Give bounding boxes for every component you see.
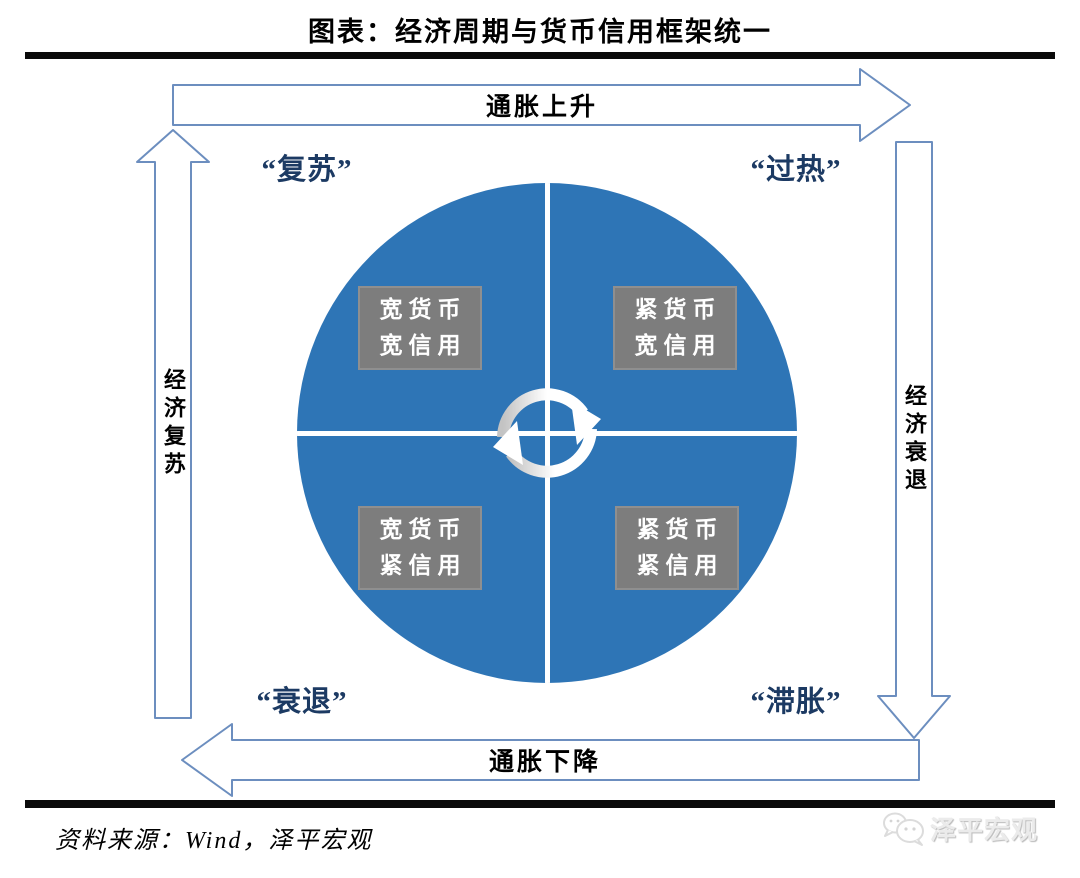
phase-label-overheating: “过热” xyxy=(750,154,842,186)
source-note: 资料来源：Wind，泽平宏观 xyxy=(55,828,373,854)
quadrant-divider-horizontal xyxy=(297,431,797,436)
quadrant-line: 宽货币 xyxy=(379,517,467,543)
brand-watermark: 泽平宏观 xyxy=(882,810,1072,847)
quadrant-line: 紧货币 xyxy=(636,517,724,543)
quadrant-line: 宽信用 xyxy=(379,333,467,358)
down-arrow-icon xyxy=(877,141,951,739)
arrow-economic-recession: 经济衰退 xyxy=(874,140,954,740)
quadrant-box-bottom-left: 宽货币 紧信用 xyxy=(358,506,482,590)
wechat-bubbles-icon xyxy=(883,812,924,846)
phase-label-stagflation: “滞胀” xyxy=(750,686,842,718)
phase-label-recovery: “复苏” xyxy=(261,154,353,186)
up-arrow-icon xyxy=(136,129,210,719)
phase-label-recession: “衰退” xyxy=(256,686,348,718)
quadrant-line: 宽信用 xyxy=(634,333,722,358)
footer-divider xyxy=(25,800,1055,808)
title-divider xyxy=(25,52,1055,59)
brand-watermark-text: 泽平宏观 xyxy=(930,816,1039,845)
left-arrow-icon xyxy=(181,723,920,797)
quadrant-line: 紧货币 xyxy=(634,297,722,323)
arrow-economic-recovery: 经济复苏 xyxy=(133,128,213,720)
quadrant-box-top-left: 宽货币 宽信用 xyxy=(358,286,482,370)
quadrant-box-bottom-right: 紧货币 紧信用 xyxy=(615,506,739,590)
quadrant-line: 紧信用 xyxy=(379,553,467,578)
cycle-circle xyxy=(297,183,797,683)
cycle-rotation-icon xyxy=(489,375,605,491)
arrow-inflation-falling: 通胀下降 xyxy=(170,722,920,798)
right-arrow-icon xyxy=(172,68,911,142)
quadrant-line: 紧信用 xyxy=(636,553,724,578)
page-title: 图表：经济周期与货币信用框架统一 xyxy=(308,17,772,47)
quadrant-line: 宽货币 xyxy=(379,297,467,323)
arrow-inflation-rising: 通胀上升 xyxy=(172,67,912,143)
quadrant-box-top-right: 紧货币 宽信用 xyxy=(613,286,737,370)
